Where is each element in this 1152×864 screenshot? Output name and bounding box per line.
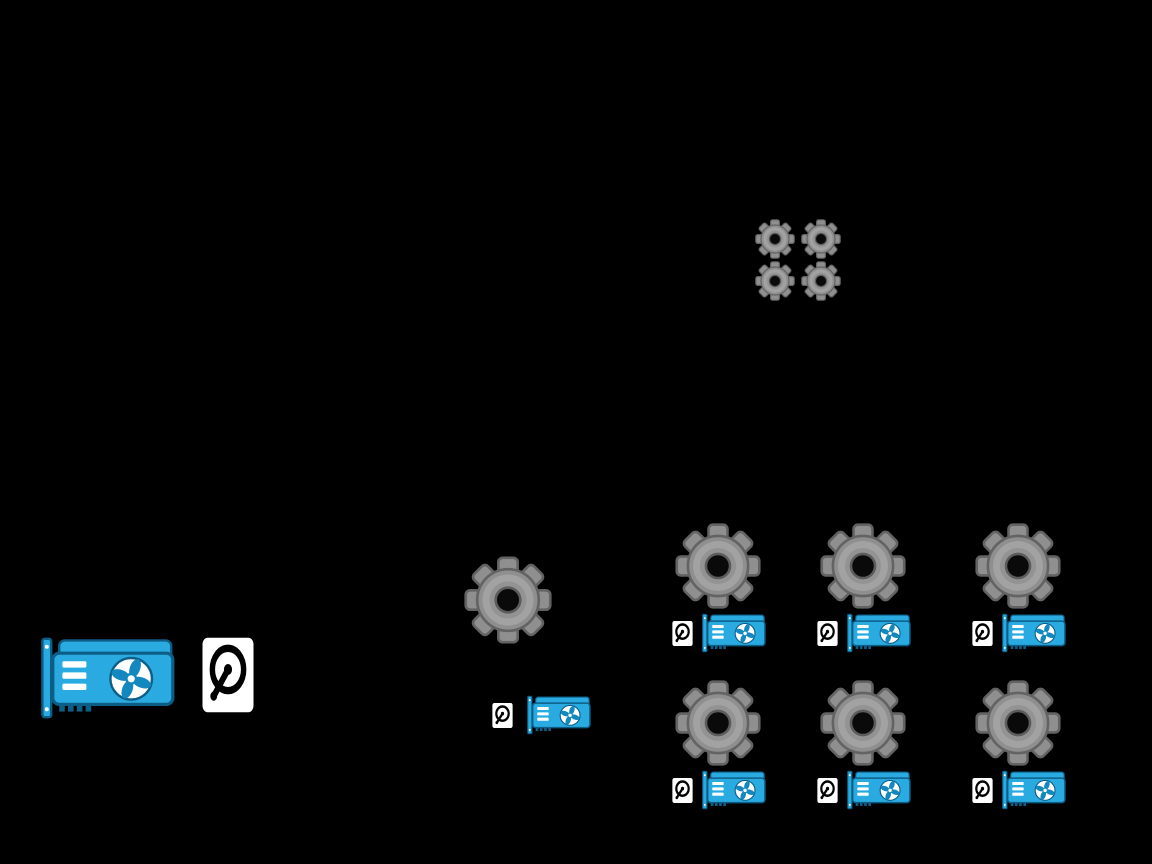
hard-drive-icon <box>669 618 696 649</box>
hard-drive-icon <box>969 618 996 649</box>
gear-icon <box>801 219 841 259</box>
storage-gpu-pair <box>669 612 767 654</box>
worker-node <box>811 680 915 811</box>
hard-drive-icon <box>814 775 841 806</box>
worker-node <box>966 680 1070 811</box>
hard-drive-icon <box>814 618 841 649</box>
gpu-card-icon <box>1001 769 1067 811</box>
gpu-card-icon <box>40 634 176 722</box>
storage-gpu-pair <box>969 612 1067 654</box>
storage-gpu-pair <box>489 694 592 736</box>
hard-drive-icon <box>194 629 262 721</box>
gear-icon <box>975 680 1061 766</box>
hard-drive-icon <box>489 700 516 731</box>
worker-node <box>811 523 915 654</box>
storage-gpu-pair <box>814 769 912 811</box>
storage-gpu-pair <box>814 612 912 654</box>
worker-node <box>666 680 770 811</box>
hardware-legend <box>40 629 264 725</box>
gpu-card-icon <box>846 769 912 811</box>
gear-icon <box>755 261 795 301</box>
gpu-card-icon <box>701 769 767 811</box>
gear-icon <box>675 523 761 609</box>
storage-gpu-pair <box>969 769 1067 811</box>
hard-drive-icon <box>669 775 696 806</box>
storage-gpu-pair <box>669 769 767 811</box>
hard-drive-icon <box>969 775 996 806</box>
gear-icon <box>820 680 906 766</box>
gear-icon <box>975 523 1061 609</box>
gear-icon <box>801 261 841 301</box>
gear-icon <box>820 523 906 609</box>
gpu-card-icon <box>846 612 912 654</box>
gear-icon <box>675 680 761 766</box>
gear-icon <box>755 219 795 259</box>
worker-node <box>966 523 1070 654</box>
quad-gear-cluster <box>755 219 847 301</box>
gear-icon <box>464 556 552 644</box>
gpu-card-icon <box>701 612 767 654</box>
gpu-card-icon <box>526 694 592 736</box>
gpu-card-icon <box>1001 612 1067 654</box>
worker-node <box>666 523 770 654</box>
